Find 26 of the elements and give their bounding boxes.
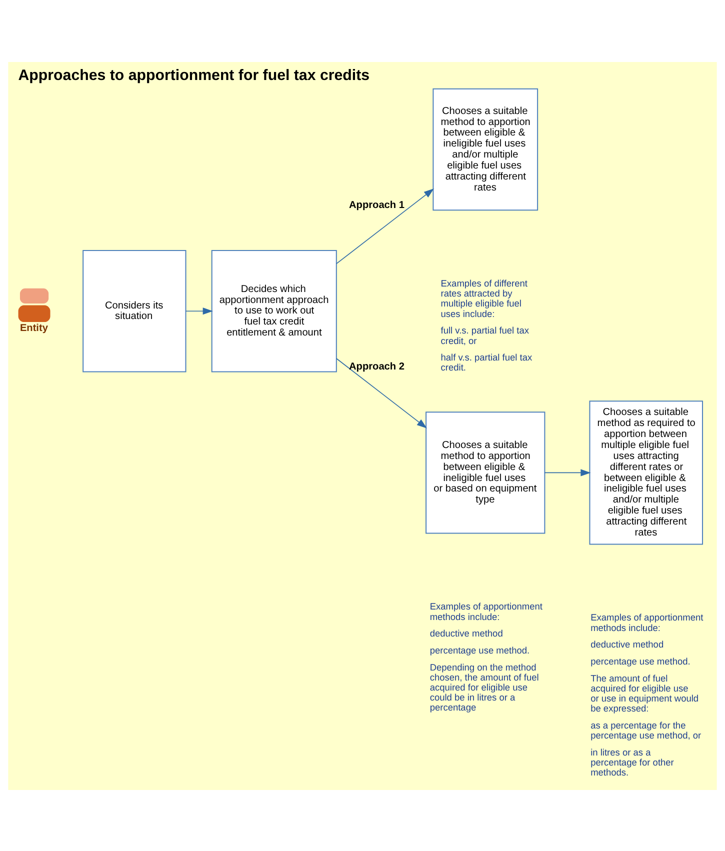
node-label: Entity — [20, 322, 48, 334]
node-box: Chooses a suitable method to apportion between eligible & ineligible fuel uses and/or multiple eligible fuel uses attracting different rates — [432, 88, 538, 210]
arrow — [544, 468, 591, 476]
node-box: Considers its situation — [82, 250, 186, 372]
node-label: half v.s. partial fuel tax credit. — [440, 352, 532, 372]
node-box: Chooses a suitable method to apportion between eligible & ineligible fuel uses or based on equipment type — [426, 411, 546, 534]
arrow — [185, 307, 213, 314]
node-label: full v.s. partial fuel tax credit, or — [440, 325, 530, 346]
node-label: percentage use method. — [430, 644, 530, 655]
arrow — [336, 358, 427, 428]
node-box: Decides which apportionment approach to use to work out fuel tax credit entitlement & amount — [211, 250, 337, 372]
node-label: as a percentage for the percentage use method, or — [590, 720, 702, 740]
diagram-title: Approaches to apportionment for fuel tax credits — [18, 66, 370, 84]
node-label: Examples of apportionment methods include: — [430, 601, 542, 622]
node-label: Examples of different rates attracted by multiple eligible fuel uses include: — [440, 278, 528, 318]
node-label: The amount of fuel acquired for eligible use or use in equipment would be expressed: — [590, 672, 699, 714]
node-box: Chooses a suitable method as required to apportion between multiple eligible fuel uses attracting different rates or between eligible & ineligible fuel uses and/or multiple eligible fuel uses attracting different rates — [589, 400, 704, 544]
node-label: Depending on the method chosen, the amount of fuel acquired for eligible use could be in litres or a percentage — [430, 662, 539, 712]
edge-label: Approach 1 — [349, 200, 404, 211]
node-label: in litres or as a percentage for other methods. — [590, 746, 674, 778]
node-label: Examples of apportionment methods include: — [590, 612, 704, 632]
arrow — [336, 188, 434, 264]
node-label: deductive method — [430, 628, 503, 638]
node-label: percentage use method. — [590, 656, 690, 666]
edge-label: Approach 2 — [349, 361, 404, 372]
node-label: deductive method — [590, 639, 664, 650]
